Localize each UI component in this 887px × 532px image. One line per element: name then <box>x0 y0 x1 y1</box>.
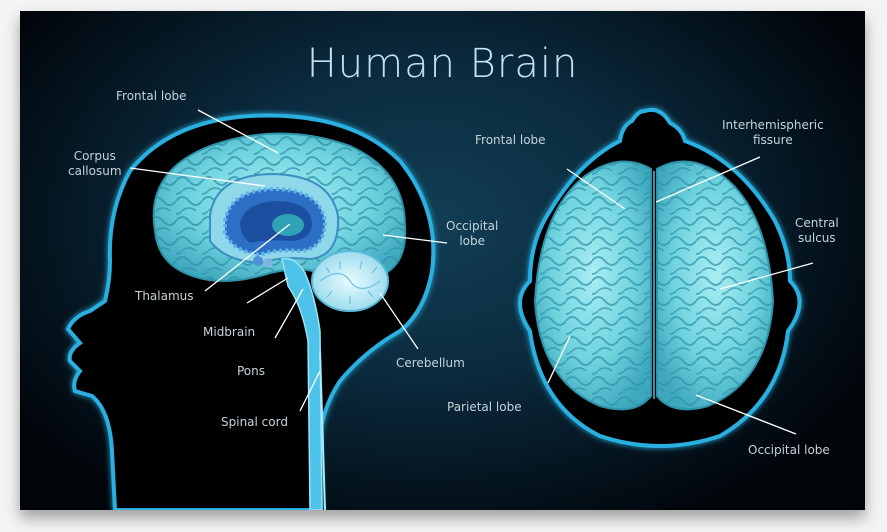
leader-lines <box>129 109 814 435</box>
label-midbrain: Midbrain <box>203 325 256 339</box>
label-parietal-lobe: Parietal lobe <box>447 400 522 414</box>
label-interhemispheric-fissure: Interhemispheric fissure <box>722 118 824 148</box>
label-occipital-lobe-side-line1: Occipital <box>446 219 499 233</box>
label-corpus-callosum-line1: Corpus <box>73 149 116 163</box>
label-central-sulcus-line2: sulcus <box>798 231 836 245</box>
label-interhemispheric-fissure-line1: Interhemispheric <box>722 118 824 132</box>
label-central-sulcus: Central sulcus <box>795 216 839 246</box>
label-spinal-cord: Spinal cord <box>221 415 288 429</box>
label-corpus-callosum-line2: callosum <box>68 164 122 178</box>
cerebellum <box>311 250 389 312</box>
label-thalamus: Thalamus <box>135 289 194 303</box>
infographic-canvas: Human Brain Frontal lobe Corpus callosum… <box>20 11 865 510</box>
label-occipital-lobe-side-line2: lobe <box>459 234 485 248</box>
label-occipital-lobe-top: Occipital lobe <box>748 443 830 457</box>
label-frontal-lobe-side: Frontal lobe <box>116 89 187 103</box>
label-occipital-lobe-side: Occipital lobe <box>446 219 498 249</box>
top-brain <box>533 160 775 411</box>
label-central-sulcus-line1: Central <box>795 216 839 230</box>
page-title: Human Brain <box>306 41 579 87</box>
label-pons: Pons <box>237 364 266 378</box>
brainstem <box>281 257 326 510</box>
side-brain <box>152 132 407 283</box>
label-corpus-callosum: Corpus callosum <box>68 149 122 179</box>
label-frontal-lobe-top: Frontal lobe <box>475 133 546 147</box>
label-interhemispheric-fissure-line2: fissure <box>752 133 793 147</box>
brain-illustration <box>65 107 814 510</box>
label-cerebellum: Cerebellum <box>396 356 465 370</box>
